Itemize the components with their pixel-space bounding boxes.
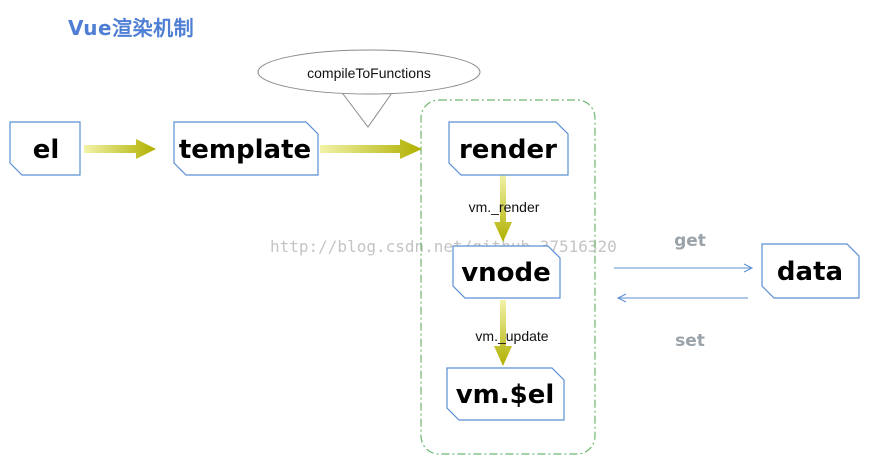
- arrow-el-to-template: [84, 139, 156, 159]
- node-template: template: [173, 121, 319, 176]
- watermark-text: http://blog.csdn.net/github_37516320: [270, 237, 617, 256]
- edge-label-vm-update: vm._update: [475, 328, 548, 344]
- callout-label: compileToFunctions: [307, 65, 431, 81]
- edge-label-get: get: [674, 231, 706, 251]
- node-vm-el: vm.$el: [446, 367, 565, 421]
- node-template-label: template: [179, 135, 311, 165]
- node-render: render: [448, 121, 569, 176]
- arrow-get: [614, 263, 754, 273]
- node-el-label: el: [33, 135, 60, 165]
- compile-callout: compileToFunctions: [257, 49, 481, 128]
- node-el: el: [9, 121, 81, 176]
- node-vnode: vnode: [452, 245, 561, 299]
- node-render-label: render: [459, 135, 557, 165]
- diagram-title: Vue渲染机制: [68, 16, 195, 40]
- node-vm-el-label: vm.$el: [456, 380, 555, 410]
- edge-label-set: set: [675, 331, 705, 351]
- arrow-vnode-to-vmel: [494, 300, 512, 366]
- arrow-template-to-render: [320, 139, 422, 159]
- node-vnode-label: vnode: [461, 258, 551, 288]
- arrow-render-to-vnode: [494, 174, 512, 242]
- node-data: data: [761, 243, 860, 299]
- node-data-label: data: [777, 257, 843, 287]
- render-group-container: [420, 99, 596, 455]
- arrow-set: [616, 293, 748, 303]
- edge-label-vm-render: vm._render: [469, 199, 540, 215]
